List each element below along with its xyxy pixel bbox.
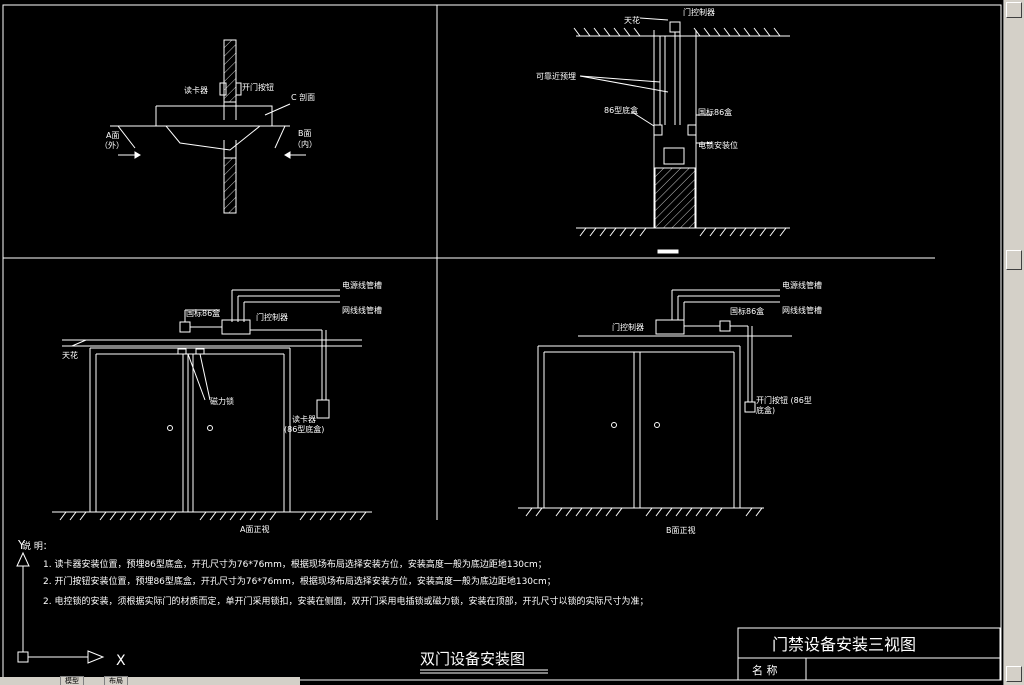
ucs-x-label: X xyxy=(116,653,126,669)
label-box86b-side: 国标86盒 xyxy=(698,107,732,117)
caption-b: B面正视 xyxy=(666,525,696,535)
label-a-face: A面 xyxy=(106,131,119,140)
label-b-inner: （内） xyxy=(293,139,317,149)
label-ceiling-side: 天花 xyxy=(624,15,640,25)
tab-model[interactable]: 模型 xyxy=(60,676,84,685)
side-labels: 天花 门控制器 可靠近预埋 86型底盒 国标86盒 电锁安装位 xyxy=(536,7,738,150)
ucs-y-label: Y xyxy=(17,538,26,552)
notes-block: 说 明： 1. 读卡器安装位置，预埋86型底盒，开孔尺寸为76*76mm，根据现… xyxy=(22,540,648,607)
caption-a: A面正视 xyxy=(240,524,269,534)
title-block-name: 门禁设备安装三视图 xyxy=(772,635,916,654)
note-item-2: 2. 开门按钮安装位置，预埋86型底盒，开孔尺寸为76*76mm，根据现场布局选… xyxy=(43,575,556,587)
drawing-frame xyxy=(2,4,1002,681)
scroll-up-button[interactable] xyxy=(1006,2,1022,18)
scroll-thumb[interactable] xyxy=(1006,250,1022,270)
label-ceiling-a: 天花 xyxy=(62,350,78,360)
section-view xyxy=(110,39,306,214)
section-labels: 读卡器 开门按钮 C 剖面 A面 （外） B面 （内） xyxy=(100,82,317,150)
label-box86-a: 国标86盒 xyxy=(186,308,220,318)
vertical-scrollbar[interactable] xyxy=(1003,0,1024,685)
label-conduit: 可靠近预埋 xyxy=(536,71,576,81)
drawing-title-group: 双门设备安装图 xyxy=(420,650,548,674)
label-reader: 读卡器 xyxy=(184,85,208,95)
label-controller-side: 门控制器 xyxy=(683,7,715,17)
label-controller-a: 门控制器 xyxy=(256,312,288,322)
label-controller-b: 门控制器 xyxy=(612,322,644,332)
label-lock-pos: 电锁安装位 xyxy=(698,140,738,150)
label-button-b: 开门按钮 (86型 xyxy=(756,395,812,405)
label-section: C 剖面 xyxy=(291,92,315,102)
drawing-title: 双门设备安装图 xyxy=(420,650,525,668)
front-view-b xyxy=(518,289,792,517)
label-power-conduit-b: 电源线管槽 xyxy=(782,280,822,290)
label-box86-b: 国标86盒 xyxy=(730,306,764,316)
label-button-box-b: 底盒) xyxy=(756,405,775,415)
scroll-down-button[interactable] xyxy=(1006,666,1022,682)
ucs-icon xyxy=(16,551,105,664)
side-view xyxy=(573,17,790,254)
note-item-3: 2. 电控锁的安装，须根据实际门的材质而定，单开门采用锁扣，安装在侧面，双开门采… xyxy=(43,595,648,607)
label-network-conduit-b: 网线线管槽 xyxy=(782,305,822,315)
tab-layout[interactable]: 布局 xyxy=(104,676,128,685)
label-mag-lock: 磁力锁 xyxy=(210,396,234,406)
front-b-labels: 电源线管槽 网线线管槽 国标86盒 门控制器 开门按钮 (86型 底盒) B面正… xyxy=(612,280,822,535)
label-b-face: B面 xyxy=(298,129,312,138)
label-power-conduit-a: 电源线管槽 xyxy=(342,280,382,290)
notes-header: 说 明： xyxy=(22,540,52,552)
front-a-labels: 电源线管槽 网线线管槽 国标86盒 门控制器 天花 磁力锁 读卡器 (86型底盒… xyxy=(62,280,382,534)
label-button: 开门按钮 xyxy=(242,82,274,92)
layout-tabs: 模型 布局 xyxy=(0,676,300,685)
title-block-label: 名 称 xyxy=(752,663,778,677)
label-reader-a: 读卡器 xyxy=(292,414,316,424)
label-reader-box-a: (86型底盒) xyxy=(284,424,324,434)
label-a-outer: （外） xyxy=(100,140,124,150)
label-box86-side: 86型底盒 xyxy=(604,105,638,115)
front-view-a xyxy=(52,289,372,521)
label-network-conduit-a: 网线线管槽 xyxy=(342,305,382,315)
title-block xyxy=(737,627,1001,681)
note-item-1: 1. 读卡器安装位置，预埋86型底盒，开孔尺寸为76*76mm，根据现场布局选择… xyxy=(43,558,547,570)
